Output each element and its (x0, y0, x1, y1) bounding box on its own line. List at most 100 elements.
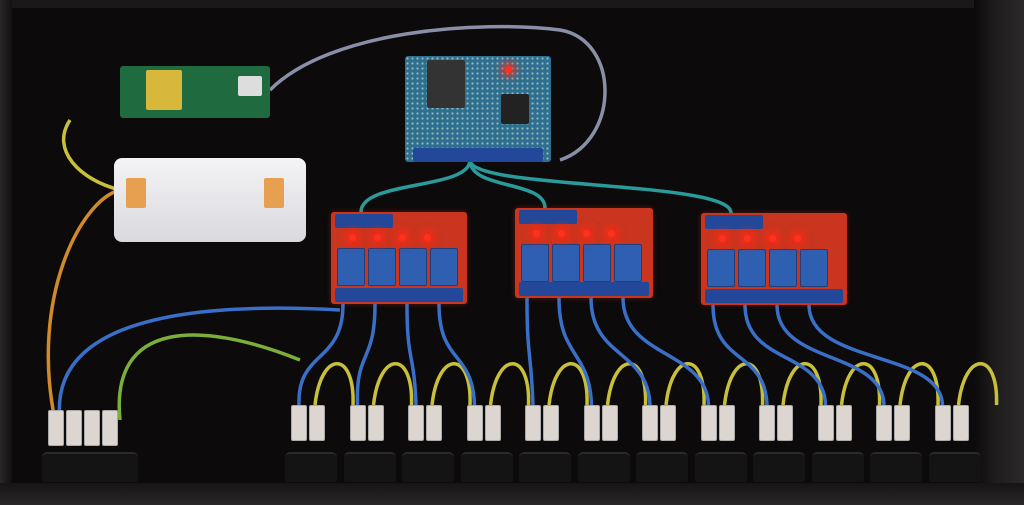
relay-output-wire (807, 304, 945, 406)
relay (583, 244, 611, 282)
spade-connector (700, 405, 717, 441)
outlet-socket (343, 452, 396, 482)
enclosure-top-edge (0, 0, 1024, 8)
live-wire (46, 188, 121, 421)
spade-connector (759, 405, 775, 441)
outlet-socket (694, 452, 747, 482)
spade-connector (952, 405, 969, 441)
twisted-wire (62, 119, 121, 192)
spade-connector (466, 405, 483, 441)
control-wire (468, 159, 547, 209)
relay-led (744, 235, 751, 242)
relay (430, 248, 458, 286)
relay-output-wire (355, 303, 377, 406)
outlet-socket (285, 452, 337, 482)
spade-connector (583, 405, 600, 441)
power-supply-module (114, 158, 306, 242)
relay-led (399, 234, 406, 241)
spade-connector (660, 405, 676, 441)
spade-connector (309, 405, 325, 441)
spade-connector (291, 405, 307, 441)
neutral-wire (781, 362, 823, 406)
relay-output-wire (621, 297, 711, 406)
relay-led (533, 230, 540, 237)
spade-connector (817, 405, 834, 441)
spade-connector (835, 405, 852, 441)
spade-connector (718, 405, 735, 441)
relay-board (331, 212, 467, 304)
relay (769, 249, 797, 287)
psu-terminal-right (264, 178, 284, 208)
relay-board (701, 213, 847, 305)
relay-output-wire (775, 304, 886, 406)
spade-connector (426, 405, 442, 441)
spade-connector (349, 405, 366, 441)
relay-led (794, 235, 801, 242)
outlet-socket (753, 452, 805, 482)
capacitor (146, 70, 182, 110)
spade-connector (777, 405, 793, 441)
spade-connector (876, 405, 892, 441)
relay (552, 244, 580, 282)
outlet-socket (519, 452, 571, 482)
relay-board (515, 208, 653, 298)
relay-led (583, 230, 590, 237)
outlet-socket (402, 452, 454, 482)
mains-inlet (42, 452, 138, 482)
spade-connector (934, 405, 951, 441)
neutral-wire (722, 362, 765, 406)
input-terminal (519, 210, 577, 224)
outlet-socket (460, 452, 513, 482)
outlet-socket (928, 452, 981, 482)
relay-led (349, 234, 356, 241)
relay (738, 249, 766, 287)
outlet-socket (577, 452, 630, 482)
relay (614, 244, 642, 282)
spade-connector (66, 410, 82, 446)
neutral-wire (430, 362, 472, 406)
relay-led (558, 230, 565, 237)
relay (368, 248, 396, 286)
outlet-socket (636, 452, 688, 482)
neutral-wire (664, 362, 706, 406)
relay-output-wire (525, 297, 535, 406)
output-terminal-block (519, 282, 649, 296)
neutral-wire (547, 362, 589, 406)
spade-connector (408, 405, 424, 441)
enclosure-left-edge (0, 0, 12, 505)
spade-connector (601, 405, 618, 441)
psu-terminal-left (126, 178, 146, 208)
relay-output-wire (557, 297, 594, 406)
relay-output-wire (297, 303, 345, 406)
spade-connector (84, 410, 100, 446)
input-terminal (705, 215, 763, 229)
neutral-wire (956, 362, 999, 406)
relay (521, 244, 549, 282)
relay-led (424, 234, 431, 241)
spade-connector (525, 405, 541, 441)
ground-wire (117, 333, 301, 421)
spade-connector (484, 405, 501, 441)
relay-output-wire (743, 304, 828, 406)
neutral-wire (605, 362, 648, 406)
relay (800, 249, 828, 287)
relay-led (374, 234, 381, 241)
neutral-wire (313, 362, 355, 406)
spade-connector (48, 410, 64, 446)
esp-terminal-block (413, 148, 543, 162)
status-led (505, 66, 512, 73)
output-terminal-block (335, 288, 463, 302)
enclosure-right-edge (974, 0, 1024, 505)
control-wire (359, 159, 472, 213)
relay (399, 248, 427, 286)
outlet-socket (870, 452, 922, 482)
relay (337, 248, 365, 286)
spade-connector (894, 405, 910, 441)
esp32-controller-board (405, 56, 551, 162)
input-terminal (335, 214, 393, 228)
relay (707, 249, 735, 287)
esp32-module (427, 60, 465, 108)
spade-connector (367, 405, 384, 441)
